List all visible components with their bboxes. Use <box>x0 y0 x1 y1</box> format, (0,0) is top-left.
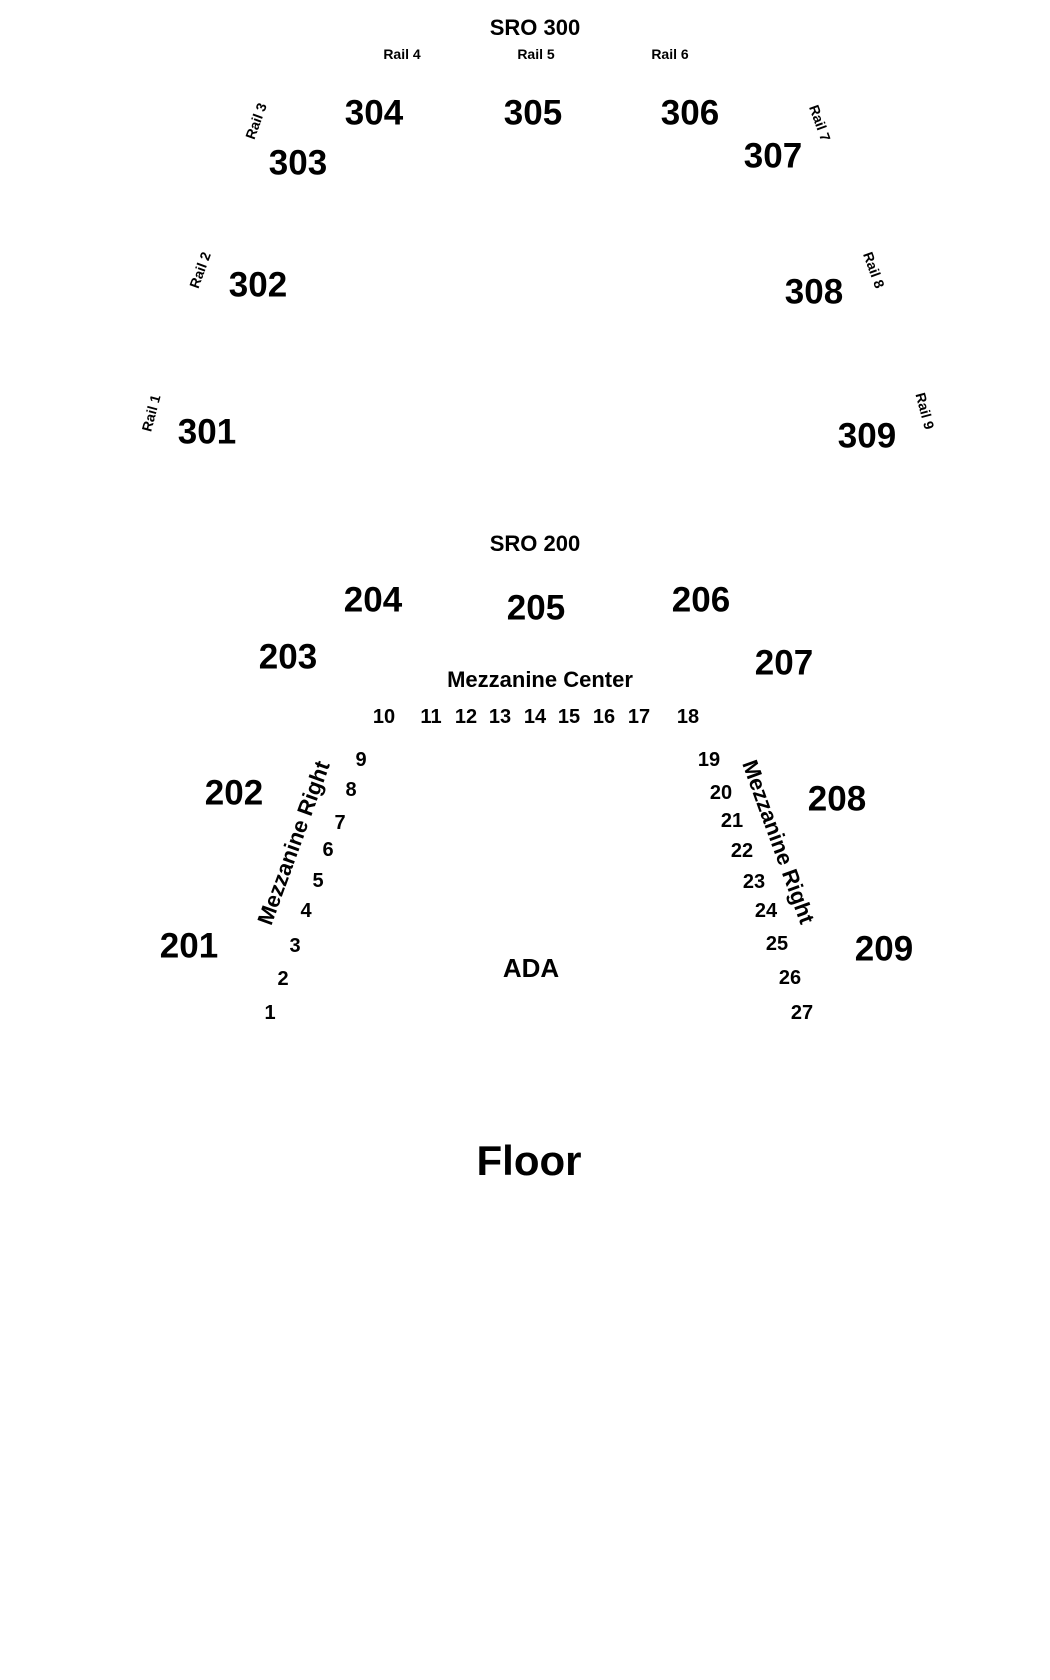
box-13[interactable]: 13 <box>488 706 512 728</box>
section-308[interactable]: 308 <box>784 272 844 312</box>
section-203[interactable]: 203 <box>258 637 318 677</box>
section-309[interactable]: 309 <box>837 416 897 456</box>
box-20[interactable]: 20 <box>709 782 733 804</box>
section-209[interactable]: 209 <box>854 929 914 969</box>
box-27[interactable]: 27 <box>790 1002 814 1024</box>
box-18[interactable]: 18 <box>676 706 700 728</box>
section-302[interactable]: 302 <box>228 265 288 305</box>
ada-label[interactable]: ADA <box>502 953 560 983</box>
box-12[interactable]: 12 <box>454 706 478 728</box>
box-10[interactable]: 10 <box>372 706 396 728</box>
box-17[interactable]: 17 <box>627 706 651 728</box>
box-6[interactable]: 6 <box>322 839 334 861</box>
section-301[interactable]: 301 <box>177 412 237 452</box>
rail-6-label: Rail 6 <box>651 46 689 62</box>
section-207[interactable]: 207 <box>754 643 814 683</box>
box-2[interactable]: 2 <box>277 968 289 990</box>
rail-5-label: Rail 5 <box>517 46 555 62</box>
rail-8-label: Rail 8 <box>860 249 888 291</box>
box-21[interactable]: 21 <box>720 810 744 832</box>
sro-300-label[interactable]: SRO 300 <box>489 15 581 40</box>
box-22[interactable]: 22 <box>730 840 754 862</box>
box-8[interactable]: 8 <box>345 779 357 801</box>
section-307[interactable]: 307 <box>743 136 803 176</box>
box-7[interactable]: 7 <box>334 812 346 834</box>
section-304[interactable]: 304 <box>344 93 404 133</box>
section-305[interactable]: 305 <box>503 93 563 133</box>
box-24[interactable]: 24 <box>754 900 778 922</box>
box-15[interactable]: 15 <box>557 706 581 728</box>
rail-2-label: Rail 2 <box>186 249 214 291</box>
box-23[interactable]: 23 <box>742 871 766 893</box>
box-14[interactable]: 14 <box>523 706 547 728</box>
section-204[interactable]: 204 <box>343 580 403 620</box>
mezzanine-center-label: Mezzanine Center <box>447 667 633 692</box>
box-19[interactable]: 19 <box>697 749 721 771</box>
section-202[interactable]: 202 <box>204 773 264 813</box>
box-16[interactable]: 16 <box>592 706 616 728</box>
section-201[interactable]: 201 <box>159 926 219 966</box>
section-303[interactable]: 303 <box>268 143 328 183</box>
rail-7-label: Rail 7 <box>806 102 834 144</box>
rail-4-label: Rail 4 <box>383 46 421 62</box>
box-11[interactable]: 11 <box>420 706 442 728</box>
section-206[interactable]: 206 <box>671 580 731 620</box>
rail-1-label: Rail 1 <box>138 392 164 434</box>
sro-200-label[interactable]: SRO 200 <box>489 531 581 556</box>
box-3[interactable]: 3 <box>289 935 301 957</box>
rail-9-label: Rail 9 <box>912 390 938 432</box>
floor-label[interactable]: Floor <box>476 1137 582 1184</box>
box-1[interactable]: 1 <box>264 1002 276 1024</box>
section-205[interactable]: 205 <box>506 588 566 628</box>
section-306[interactable]: 306 <box>660 93 720 133</box>
rail-3-label: Rail 3 <box>242 100 270 142</box>
box-4[interactable]: 4 <box>300 900 312 922</box>
box-9[interactable]: 9 <box>355 749 367 771</box>
box-5[interactable]: 5 <box>312 870 324 892</box>
box-25[interactable]: 25 <box>765 933 789 955</box>
section-208[interactable]: 208 <box>807 779 867 819</box>
box-26[interactable]: 26 <box>778 967 802 989</box>
